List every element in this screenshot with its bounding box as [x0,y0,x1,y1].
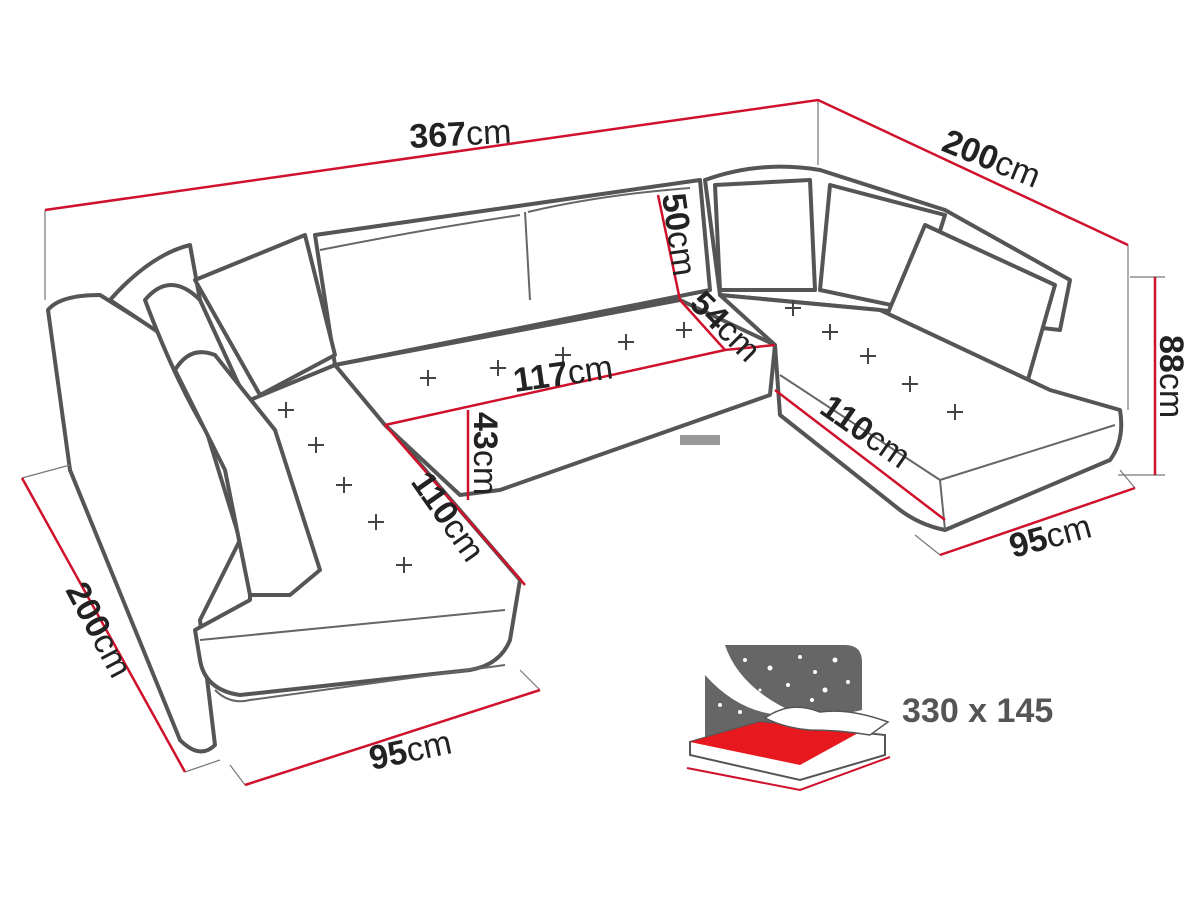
dim-back-height: 50cm [654,191,703,279]
seat-button-marks [278,300,963,573]
dim-seat-height: 43cm [466,412,504,495]
bed-size-label: 330 x 145 [902,692,1053,730]
dim-middle-seat-width: 117cm [511,348,616,400]
dim-right-arm-width: 95cm [1005,507,1095,565]
dim-height: 88cm [1152,335,1190,418]
bed-function-icon [686,645,891,792]
dimension-lines [20,98,1165,787]
dim-left-arm-width: 95cm [366,723,455,777]
sofa-foot [680,435,720,445]
dim-right-depth: 200cm [937,122,1046,195]
stars [718,655,850,714]
sofa-outline [46,164,1124,754]
dim-total-width: 367cm [408,113,512,156]
